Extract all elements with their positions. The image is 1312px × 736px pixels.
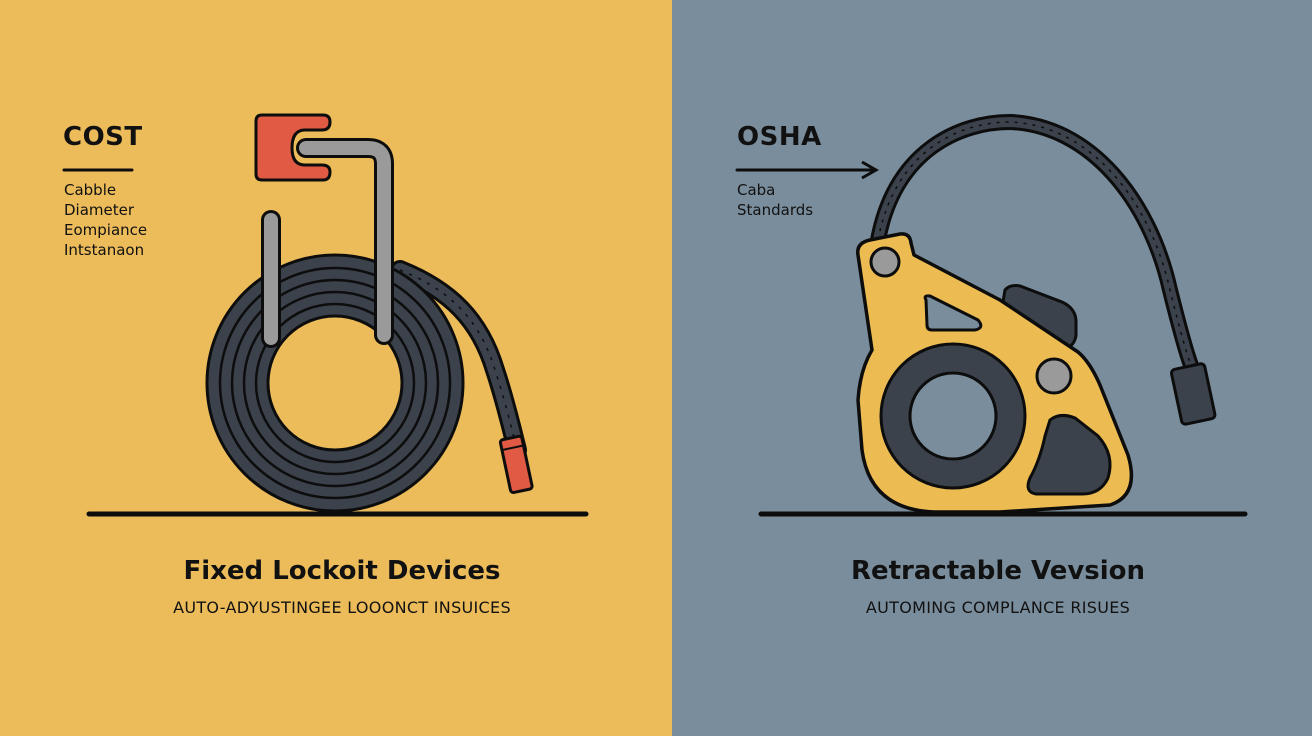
arrow-right-icon xyxy=(735,160,880,180)
left-label-line: Cabble xyxy=(64,181,117,199)
retractable-cable-icon xyxy=(870,113,1217,426)
coiled-cable-icon xyxy=(205,253,534,513)
left-label-line: Eompiance xyxy=(64,221,148,239)
lockout-shackle-icon xyxy=(254,113,394,348)
left-subtitle: AUTO-ADYUSTINGEE LOOONCT INSUICES xyxy=(173,598,511,617)
right-label-line: Standards xyxy=(737,201,814,219)
retractable-reel-body-icon xyxy=(856,232,1134,514)
left-title: Fixed Lockoit Devices xyxy=(183,556,501,586)
left-label-line: Diameter xyxy=(64,201,135,219)
right-label-line: Caba xyxy=(737,181,776,199)
left-label-lines: Cabble Diameter Eompiance Intstanaon xyxy=(64,180,147,260)
right-subtitle: AUTOMING COMPLANCE RISUES xyxy=(865,598,1131,617)
right-title: Retractable Vevsion xyxy=(850,556,1146,586)
right-label-lines: Caba Standards xyxy=(737,180,813,220)
left-label-line: Intstanaon xyxy=(64,241,145,259)
left-label-heading: COST xyxy=(63,122,143,152)
right-label-heading: OSHA xyxy=(737,122,822,152)
